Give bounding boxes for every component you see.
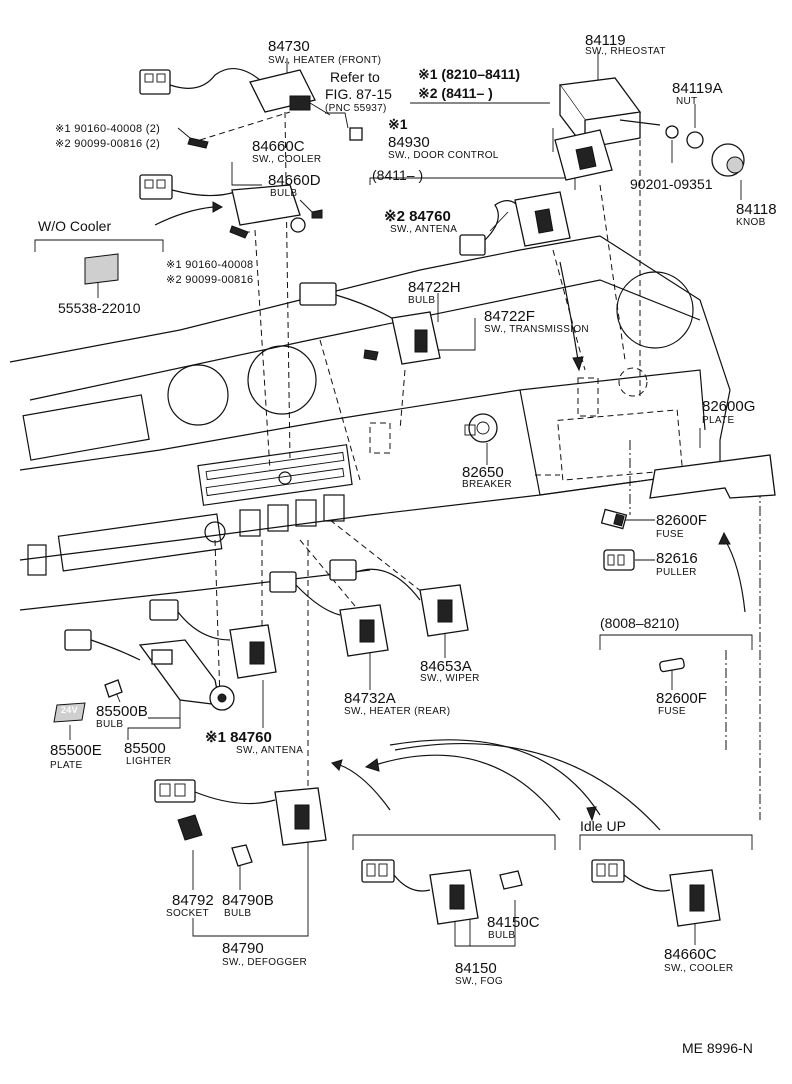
part-number-84790B: 84790B — [222, 892, 274, 909]
wo-cooler-label: W/O Cooler — [38, 218, 112, 234]
fog-switch-part — [361, 859, 523, 925]
cooler-switch-bottom-part — [591, 859, 721, 927]
heater-rear-switch-part — [269, 571, 389, 657]
refer-pnc: (PNC 55937) — [325, 103, 387, 114]
flow-arrows — [154, 201, 746, 831]
part-number-82600G: 82600G — [702, 398, 756, 415]
part-desc-84660D: BULB — [270, 188, 298, 199]
part-number-84119A: 84119A — [672, 80, 723, 97]
part-desc-84732A: SW., HEATER (REAR) — [344, 706, 451, 717]
part-desc-84760-top: SW., ANTENA — [390, 224, 458, 235]
range-8008-8210: (8008–8210) — [600, 615, 680, 631]
part-number-84660D: 84660D — [268, 172, 321, 189]
part-number-90201: 90201-09351 — [630, 176, 713, 192]
part-number-82616: 82616 — [656, 550, 698, 567]
glass-fuse-part — [659, 657, 685, 673]
idle-up-label: Idle UP — [580, 818, 626, 834]
part-number-84150C: 84150C — [487, 914, 540, 931]
part-desc-84730: SW., HEATER (FRONT) — [268, 55, 382, 66]
part-number-82600F: 82600F — [656, 512, 707, 529]
part-number-84722F: 84722F — [484, 308, 535, 325]
cigarette-lighter-part — [64, 629, 235, 711]
part-number-84930: 84930 — [388, 134, 430, 151]
part-desc-84119A: NUT — [676, 96, 698, 107]
part-number-84119: 84119 — [585, 32, 626, 49]
refer-text-1: Refer to — [330, 69, 380, 85]
door-control-switch-part — [554, 129, 613, 181]
screw-note-3: ※1 90160-40008 — [166, 259, 254, 271]
part-desc-84118: KNOB — [736, 217, 766, 228]
part-desc-84790B: BULB — [224, 908, 252, 919]
antenna-switch-bottom-part — [149, 599, 277, 679]
part-desc-84119: SW., RHEOSTAT — [585, 46, 666, 57]
screw-parts — [187, 137, 249, 239]
leader-lines — [199, 111, 761, 820]
note1-range: ※1 (8210–8411) — [418, 66, 521, 82]
fuse-puller-part — [603, 549, 635, 571]
part-desc-84150: SW., FOG — [455, 976, 503, 987]
part-number-85500B: 85500B — [96, 703, 148, 720]
dashboard-panel — [9, 235, 731, 611]
screw-note-1: ※1 90160-40008 (2) — [55, 123, 161, 135]
part-desc-85500E: PLATE — [50, 760, 83, 771]
blank-plate-part — [84, 253, 119, 285]
part-desc-84653A: SW., WIPER — [420, 673, 480, 684]
part-desc-84660C-bottom: SW., COOLER — [664, 963, 734, 974]
part-number-85500E: 85500E — [50, 742, 102, 759]
defogger-switch-part — [154, 779, 327, 867]
lighter-plate-part — [53, 702, 86, 723]
part-desc-84760-bottom: SW., ANTENA — [236, 745, 304, 756]
part-desc-85500: LIGHTER — [126, 756, 172, 767]
part-desc-84930: SW., DOOR CONTROL — [388, 150, 499, 161]
part-number-84118: 84118 — [736, 201, 777, 218]
transmission-switch-part — [299, 282, 441, 365]
refer-text-2: FIG. 87-15 — [325, 86, 392, 102]
part-number-84660C-top: 84660C — [252, 138, 305, 155]
part-desc-84790: SW., DEFOGGER — [222, 957, 308, 968]
part-number-84732A: 84732A — [344, 690, 396, 707]
part-number-85500: 85500 — [124, 740, 166, 757]
rheostat-part — [558, 77, 745, 177]
part-number-84760-top: ※2 84760 — [384, 208, 451, 225]
part-desc-84722F: SW., TRANSMISSION — [484, 324, 589, 335]
part-number-84760-bottom: ※1 84760 — [205, 729, 272, 746]
heater-front-switch-part — [139, 68, 331, 116]
plate-24v-text: 24V — [61, 705, 78, 715]
part-number-84792: 84792 — [172, 892, 214, 909]
part-desc-84722H: BULB — [408, 295, 436, 306]
part-desc-82600F-b: FUSE — [658, 706, 686, 717]
part-number-84150: 84150 — [455, 960, 497, 977]
note2-range: ※2 (8411– ) — [418, 85, 493, 101]
fuse-plate-part — [649, 454, 776, 499]
part-number-84730: 84730 — [268, 38, 310, 55]
part-desc-82616: PULLER — [656, 567, 697, 578]
part-desc-84150C: BULB — [488, 930, 516, 941]
part-number-84653A: 84653A — [420, 658, 472, 675]
fuse-part — [600, 508, 628, 530]
part-desc-84660C-top: SW., COOLER — [252, 154, 322, 165]
note1-mark: ※1 — [388, 116, 408, 132]
screw-note-4: ※2 90099-00816 — [166, 274, 254, 286]
range-8411: (8411– ) — [372, 167, 424, 183]
part-number-84722H: 84722H — [408, 279, 461, 296]
part-desc-82600F: FUSE — [656, 529, 684, 540]
part-number-82600F-b: 82600F — [656, 690, 707, 707]
part-number-82650: 82650 — [462, 464, 504, 481]
part-number-55538: 55538-22010 — [58, 300, 141, 316]
part-desc-82650: BREAKER — [462, 479, 512, 490]
wiper-switch-part — [329, 559, 469, 637]
screw-note-2: ※2 90099-00816 (2) — [55, 138, 161, 150]
figure-id: ME 8996-N — [682, 1040, 753, 1056]
breaker-part — [464, 413, 498, 443]
part-desc-84792: SOCKET — [166, 908, 209, 919]
part-desc-85500B: BULB — [96, 719, 124, 730]
ref-square-part — [349, 127, 363, 141]
antenna-switch-top-part — [459, 191, 571, 256]
part-number-84790: 84790 — [222, 940, 264, 957]
part-number-84660C-bottom: 84660C — [664, 946, 717, 963]
part-desc-82600G: PLATE — [702, 415, 735, 426]
cooler-switch-top-part — [139, 174, 323, 233]
